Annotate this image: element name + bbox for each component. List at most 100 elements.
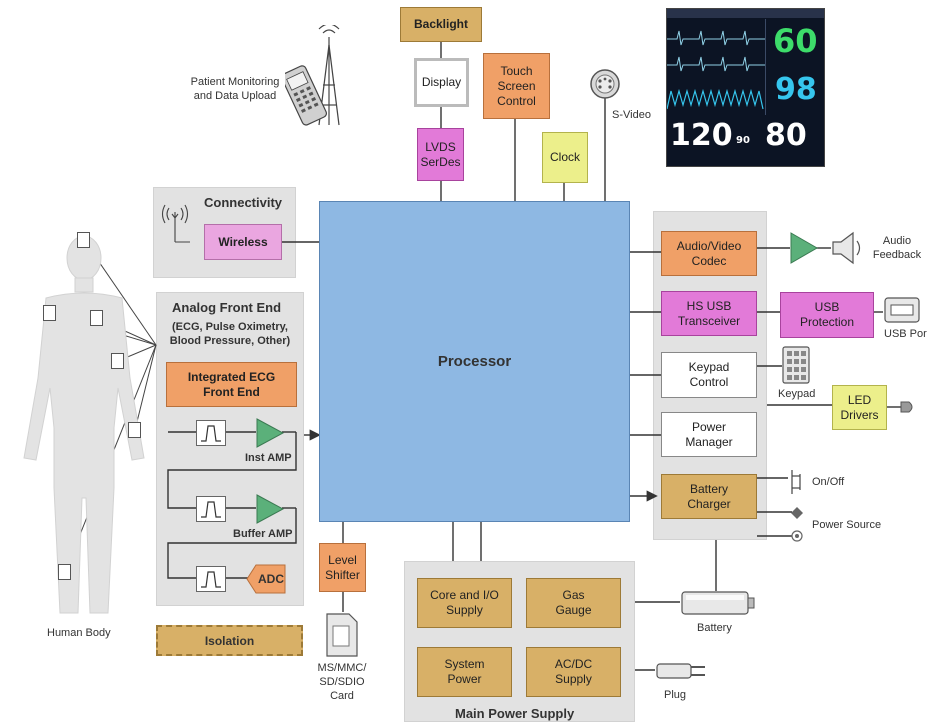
usb-protection-label: USB Protection bbox=[799, 300, 855, 329]
plug-icon bbox=[656, 663, 705, 679]
system-power-block: System Power bbox=[417, 647, 512, 697]
ecg-lead-sensor bbox=[90, 310, 103, 326]
monitor-divider bbox=[765, 19, 766, 115]
audio-video-codec-label: Audio/Video Codec bbox=[676, 238, 742, 268]
battery-charger-label: Battery Charger bbox=[687, 481, 731, 511]
sd-card-icon bbox=[326, 613, 358, 657]
audio-amp-icon bbox=[790, 232, 818, 264]
hs-usb-transceiver-block: HS USB Transceiver bbox=[661, 291, 757, 336]
s-video-connector-icon bbox=[590, 69, 620, 99]
integrated-ecg-label: Integrated ECG Front End bbox=[187, 369, 276, 399]
ecg-lead-sensor bbox=[77, 232, 90, 248]
usb-protection-block: USB Protection bbox=[780, 292, 874, 338]
speaker-icon bbox=[832, 231, 861, 265]
sd-card-label: MS/MMC/ SD/SDIO Card bbox=[317, 662, 367, 702]
plug-label: Plug bbox=[664, 689, 687, 701]
display-label: Display bbox=[421, 75, 462, 89]
monitor-systolic: 120 bbox=[670, 118, 733, 153]
ecg-lead-sensor bbox=[43, 305, 56, 321]
touch-screen-control-block: Touch Screen Control bbox=[483, 53, 550, 119]
core-io-supply-block: Core and I/O Supply bbox=[417, 578, 512, 628]
main-power-supply-title: Main Power Supply bbox=[455, 706, 575, 721]
display-block: Display bbox=[414, 58, 469, 107]
clock-block: Clock bbox=[542, 132, 588, 183]
connectivity-title: Connectivity bbox=[204, 195, 283, 210]
usb-port-icon bbox=[884, 297, 920, 323]
s-video-label: S-Video bbox=[612, 109, 651, 121]
pleth-waveform bbox=[667, 88, 764, 110]
patient-monitoring-label: Patient Monitoring and Data Upload bbox=[190, 76, 280, 102]
core-io-supply-label: Core and I/O Supply bbox=[430, 588, 499, 617]
hs-usb-transceiver-label: HS USB Transceiver bbox=[677, 298, 741, 328]
integrated-ecg-front-end-block: Integrated ECG Front End bbox=[166, 362, 297, 407]
ecg-lead-sensor bbox=[111, 353, 124, 369]
inst-amp-label: Inst AMP bbox=[245, 452, 292, 464]
audio-feedback-label: Audio Feedback bbox=[872, 235, 922, 261]
lvds-serdes-label: LVDS SerDes bbox=[420, 139, 461, 169]
filter-block bbox=[196, 420, 226, 446]
battery-label: Battery bbox=[697, 622, 732, 634]
on-off-switch-icon bbox=[791, 470, 801, 494]
buffer-amp-icon bbox=[256, 494, 284, 524]
monitor-heart-rate: 60 bbox=[773, 22, 818, 60]
led-drivers-block: LED Drivers bbox=[832, 385, 887, 430]
clock-label: Clock bbox=[549, 150, 580, 164]
power-source-diamond-icon bbox=[791, 507, 803, 519]
patient-monitor-screen: 60 98 120 90 80 bbox=[666, 8, 825, 167]
keypad-control-block: Keypad Control bbox=[661, 352, 757, 398]
power-source-circle-icon bbox=[791, 530, 803, 542]
analog-front-end-subtitle: (ECG, Pulse Oximetry, Blood Pressure, Ot… bbox=[169, 321, 291, 348]
gas-gauge-block: Gas Gauge bbox=[526, 578, 621, 628]
processor-block: Processor bbox=[319, 201, 630, 522]
bandpass-filter-icon bbox=[201, 571, 221, 588]
ecg-lead-sensor bbox=[128, 422, 141, 438]
ecg-waveform bbox=[667, 30, 765, 72]
ac-dc-supply-label: AC/DC Supply bbox=[554, 657, 593, 686]
filter-block bbox=[196, 496, 226, 522]
backlight-label: Backlight bbox=[413, 17, 468, 31]
wireless-block: Wireless bbox=[204, 224, 282, 260]
cell-phone-tower-icon bbox=[285, 25, 340, 126]
level-shifter-block: Level Shifter bbox=[319, 543, 366, 592]
ac-dc-supply-block: AC/DC Supply bbox=[526, 647, 621, 697]
system-power-label: System Power bbox=[444, 657, 485, 686]
bandpass-filter-icon bbox=[201, 501, 221, 518]
processor-label: Processor bbox=[437, 353, 512, 370]
human-body-figure bbox=[23, 235, 145, 614]
adc-label: ADC bbox=[258, 572, 284, 586]
power-source-label: Power Source bbox=[812, 519, 882, 531]
adc-block-shape bbox=[246, 564, 286, 594]
isolation-block: Isolation bbox=[156, 625, 303, 656]
level-shifter-label: Level Shifter bbox=[325, 552, 360, 582]
gas-gauge-label: Gas Gauge bbox=[555, 588, 592, 617]
analog-front-end-title: Analog Front End bbox=[172, 300, 282, 315]
power-manager-block: Power Manager bbox=[661, 412, 757, 457]
keypad-icon bbox=[782, 346, 810, 384]
usb-port-label: USB Por bbox=[884, 328, 927, 340]
keypad-control-label: Keypad Control bbox=[688, 360, 730, 389]
keypad-label: Keypad bbox=[778, 388, 816, 400]
battery-icon bbox=[681, 591, 755, 615]
buffer-amp-label: Buffer AMP bbox=[233, 528, 293, 540]
led-icon bbox=[900, 401, 913, 413]
monitor-status-bar bbox=[667, 9, 824, 18]
isolation-label: Isolation bbox=[204, 633, 255, 648]
filter-block bbox=[196, 566, 226, 592]
analog-front-end-panel bbox=[156, 292, 304, 606]
human-body-label: Human Body bbox=[47, 627, 111, 639]
power-manager-label: Power Manager bbox=[685, 419, 733, 449]
ecg-lead-sensor bbox=[58, 564, 71, 580]
on-off-label: On/Off bbox=[812, 476, 845, 488]
audio-video-codec-block: Audio/Video Codec bbox=[661, 231, 757, 276]
monitor-mean: 90 bbox=[736, 135, 750, 146]
wireless-label: Wireless bbox=[218, 234, 268, 249]
antenna-icon bbox=[161, 204, 190, 243]
inst-amp-icon bbox=[256, 418, 284, 448]
backlight-block: Backlight bbox=[400, 7, 482, 42]
bandpass-filter-icon bbox=[201, 425, 221, 442]
led-drivers-label: LED Drivers bbox=[840, 392, 879, 422]
lvds-serdes-block: LVDS SerDes bbox=[417, 128, 464, 181]
touch-screen-control-label: Touch Screen Control bbox=[497, 63, 536, 108]
monitor-spo2: 98 bbox=[775, 72, 817, 107]
